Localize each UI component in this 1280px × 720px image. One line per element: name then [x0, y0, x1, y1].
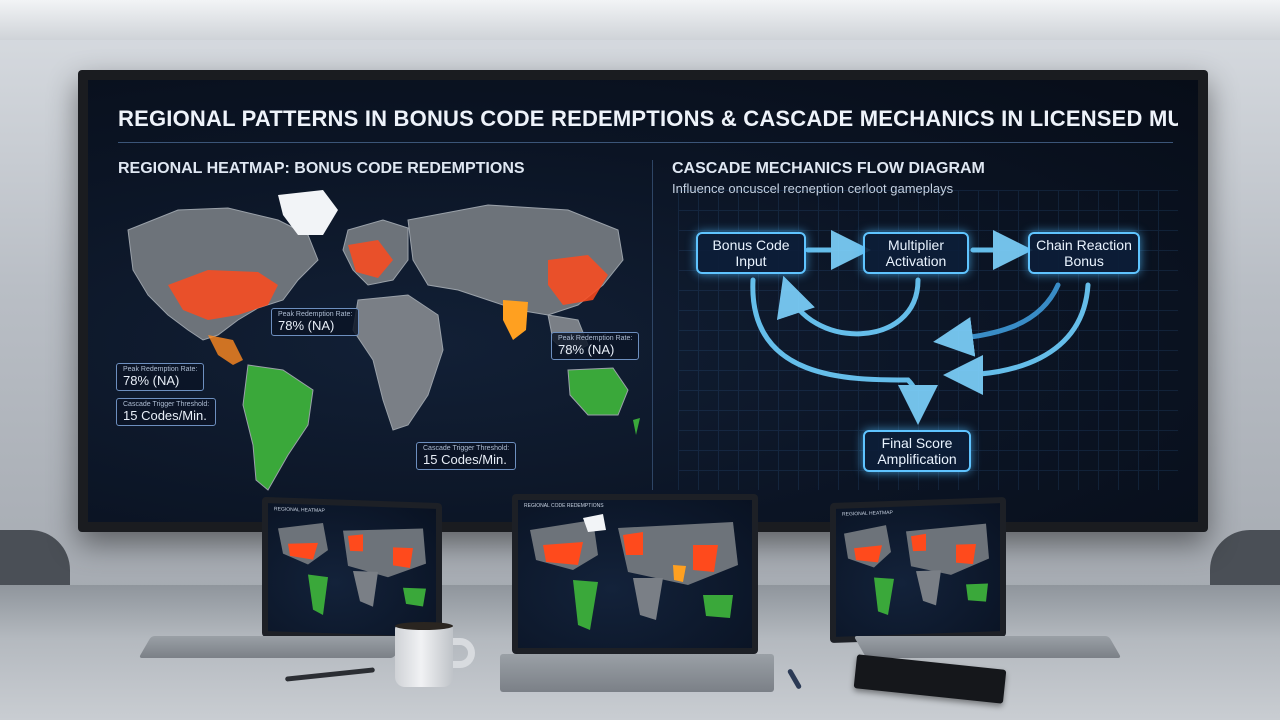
laptop-right-screen: REGIONAL HEATMAP: [830, 496, 1006, 644]
display-screen: REGIONAL PATTERNS IN BONUS CODE REDEMPTI…: [88, 80, 1198, 522]
callout-peak-asia: Peak Redemption Rate: 78% (NA): [551, 332, 640, 360]
region-new-zealand: [633, 418, 640, 435]
heat-usa: [168, 270, 278, 320]
laptop-center-screen: REGIONAL CODE REDEMPTIONS: [512, 494, 758, 654]
flow-diagram-subtitle: Influence oncuscel recnеption cerloot ga…: [672, 181, 954, 196]
coffee-mug-handle: [447, 638, 475, 668]
panel-divider: [652, 160, 653, 490]
ceiling-light: [0, 0, 1280, 40]
wall-display: REGIONAL PATTERNS IN BONUS CODE REDEMPTI…: [78, 70, 1208, 532]
arrow-input-to-final: [750, 277, 938, 425]
region-africa: [352, 294, 444, 431]
laptop-right-display: REGIONAL HEATMAP: [836, 503, 1000, 637]
arrow-chain-feedback-1: [933, 282, 1061, 357]
heatmap-title: REGIONAL HEATMAP: BONUS CODE REDEMPTIONS: [118, 160, 525, 177]
callout-threshold-bottom: Cascade Trigger Threshold: 15 Codes/Min.: [416, 442, 517, 470]
arrow-multiplier-loop: [776, 275, 921, 337]
heat-europe: [348, 240, 393, 278]
laptop-left-base: [138, 636, 407, 658]
coffee-mug-icon: [395, 625, 453, 687]
heat-east-asia: [548, 255, 608, 305]
laptop-left-display: REGIONAL HEATMAP: [268, 503, 436, 637]
laptop-right-base: [853, 636, 1122, 658]
laptop-center-base: [500, 654, 774, 692]
laptop-left-screen: REGIONAL HEATMAP: [262, 496, 442, 644]
callout-peak-na: Peak Redemption Rate: 78% (NA): [271, 308, 360, 336]
coffee-mug-rim: [395, 622, 453, 630]
title-divider: [118, 142, 1173, 143]
callout-peak-left: Peak Redemption Rate: 78% (NA): [116, 363, 205, 391]
page-title: REGIONAL PATTERNS IN BONUS CODE REDEMPTI…: [118, 106, 1178, 131]
callout-threshold-left: Cascade Trigger Threshold: 15 Codes/Min.: [116, 398, 217, 426]
laptop-right-map: [844, 523, 989, 616]
region-australia: [567, 367, 629, 416]
region-south-america: [242, 364, 314, 491]
world-heatmap: [127, 190, 640, 491]
arrow-chain-feedback-2: [943, 282, 1091, 395]
laptop-center-map: [530, 514, 738, 630]
laptop-center-title: REGIONAL CODE REDEMPTIONS: [524, 503, 604, 509]
laptop-left-map: [278, 522, 426, 615]
region-greenland: [278, 190, 338, 235]
flow-connectors: [750, 230, 1091, 425]
laptop-center-display: REGIONAL CODE REDEMPTIONS: [518, 500, 752, 648]
region-central-america: [208, 335, 243, 365]
heat-india: [503, 300, 528, 340]
flow-diagram-title: CASCADE MECHANICS FLOW DIAGRAM: [672, 160, 985, 177]
